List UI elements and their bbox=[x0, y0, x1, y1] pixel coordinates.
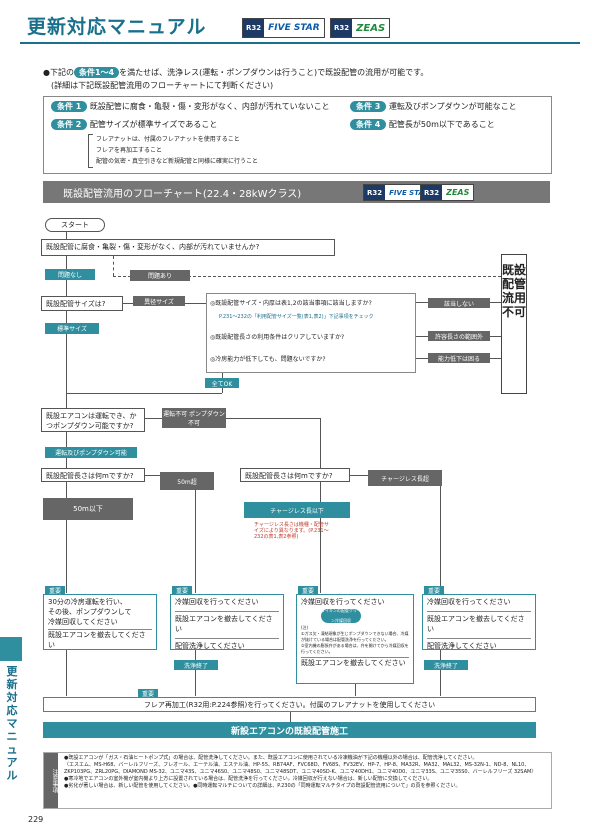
start-node: スタート bbox=[45, 218, 105, 232]
condition-2-notes: フレアナットは、付属のフレアナットを使用すること フレアを再加工すること 配管の… bbox=[96, 136, 259, 165]
condition-1: 条件 1 既設配管に腐食・亀裂・傷・変形がなく、内部が汚れていないこと bbox=[51, 101, 330, 112]
q3-can-run: 運転及びポンプダウン可能 bbox=[45, 447, 137, 458]
intro-line2: (詳細は下記既設配管流用のフローチャートにて判断ください) bbox=[51, 81, 274, 90]
question-4: 既設配管長さは何mですか? bbox=[41, 468, 145, 482]
all-ok: 全てOK bbox=[205, 378, 239, 388]
chargeless-note: チャージレス長さは機種・配管サイズにより異なります。(P.231～232の表1,… bbox=[254, 522, 329, 540]
zeas-logo: R32 ZEAS bbox=[330, 18, 391, 38]
q2-standard-size: 標準サイズ bbox=[45, 323, 99, 334]
wash-done-1: 洗浄終了 bbox=[174, 660, 218, 670]
q1-no-problem: 問題なし bbox=[45, 269, 95, 280]
page-number: 229 bbox=[28, 815, 44, 824]
check-3: ◎冷房能力が低下しても、問題ないですか? bbox=[210, 356, 326, 363]
final-step: 新設エアコンの既設配管施工 bbox=[43, 722, 536, 738]
header-rule bbox=[20, 42, 580, 44]
q3-cannot-run: 運転不可 ポンプダウン不可 bbox=[162, 408, 226, 428]
reuse-not-allowed-stamp: 既設配管流用不可 bbox=[501, 254, 527, 394]
cleaning-badge: ダイキンの配管クリーン冷媒回収 bbox=[321, 608, 361, 623]
q5-within-chargeless: チャージレス長以下 bbox=[244, 502, 350, 518]
sidebar-tab bbox=[0, 637, 22, 661]
zeas-logo-small: R32 ZEAS bbox=[420, 184, 475, 201]
check-2-out: 許容長さの範囲外 bbox=[428, 331, 490, 341]
question-3: 既設エアコンは運転でき、かつポンプダウン可能ですか? bbox=[41, 408, 145, 432]
sidebar-label: 更新対応マニュアル bbox=[6, 665, 18, 782]
action-column-1: 30分の冷房運転を行い、 その後、ポンプダウンして 冷媒回収してください 既設エ… bbox=[43, 594, 157, 650]
check-1-reference: P.231～232の「利用配管サイズ一覧(表1,表2)」下記事項をチェック bbox=[219, 314, 374, 320]
flare-rework-step: フレア再加工(R32用:P.224参照)を行ってください。付属のフレアナットを使… bbox=[43, 697, 536, 712]
question-5: 既設配管長さは何mですか? bbox=[240, 468, 350, 482]
check-1-out: 該当しない bbox=[428, 298, 490, 308]
check-2: ◎既設配管長さの利用条件はクリアしていますか? bbox=[210, 334, 345, 341]
action-column-3: 冷媒回収を行ってください ダイキンの配管クリーン冷媒回収 (注) ①ガス欠・凍結… bbox=[296, 594, 414, 684]
important-label-1: 重要 bbox=[45, 586, 66, 595]
conditions-pill: 条件1～4 bbox=[73, 67, 120, 78]
conditions-box bbox=[43, 96, 552, 174]
page-title: 更新対応マニュアル bbox=[27, 16, 207, 38]
action-column-2: 冷媒回収を行ってください 既設エアコンを撤去してください 配管洗浄してください bbox=[170, 594, 284, 650]
q1-problem: 問題あり bbox=[130, 270, 190, 281]
notes-box: 注意事項 ●既設エアコンが「ガス・石油ヒートポンプ式」の場合は、配管洗浄してくだ… bbox=[43, 752, 552, 809]
important-label-4: 重要 bbox=[424, 586, 445, 595]
notes-tag: 注意事項 bbox=[44, 753, 58, 808]
check-3-out: 能力低下は困る bbox=[428, 353, 490, 363]
wash-done-2: 洗浄終了 bbox=[424, 660, 468, 670]
important-label-3: 重要 bbox=[298, 586, 319, 595]
condition-4: 条件 4 配管長が50m以下であること bbox=[350, 119, 495, 130]
condition-2: 条件 2 配管サイズが標準サイズであること bbox=[51, 119, 217, 130]
q2-abnormal-size: 異径サイズ bbox=[133, 296, 185, 306]
q4-over-50m: 50m超 bbox=[160, 472, 214, 490]
check-1: ◎既設配管サイズ・内厚は表1,2の該当事項に該当しますか? bbox=[210, 300, 372, 307]
important-label-flare: 重要 bbox=[138, 689, 159, 698]
important-label-2: 重要 bbox=[172, 586, 193, 595]
condition-3: 条件 3 運転及びポンプダウンが可能なこと bbox=[350, 101, 517, 112]
q5-over-chargeless: チャージレス長超 bbox=[368, 470, 442, 486]
question-1: 既設配管に腐食・亀裂・傷・変形がなく、内部が汚れていませんか? bbox=[41, 239, 335, 256]
question-2: 既設配管サイズは? bbox=[41, 296, 123, 311]
five-star-logo: R32 FIVE STAR bbox=[242, 18, 325, 38]
q4-50m-or-less: 50m以下 bbox=[43, 498, 133, 520]
check-group bbox=[206, 293, 416, 373]
action-column-4: 冷媒回収を行ってください 既設エアコンを撤去してください 配管洗浄してください bbox=[422, 594, 536, 650]
notes-bracket bbox=[88, 134, 93, 168]
